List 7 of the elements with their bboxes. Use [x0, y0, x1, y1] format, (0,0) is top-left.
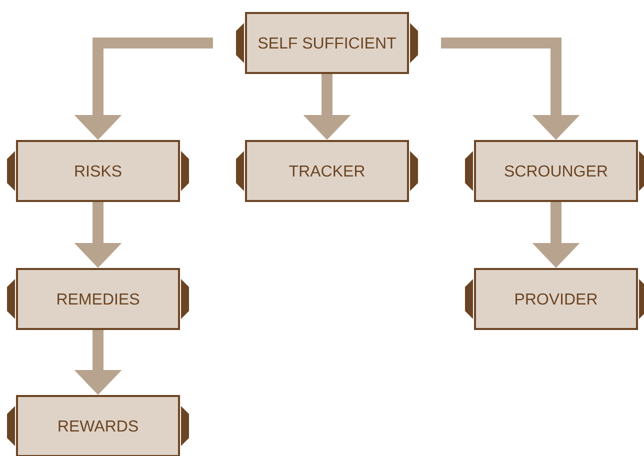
label-box: REWARDS	[7, 395, 189, 456]
label-box: REMEDIES	[7, 268, 189, 330]
label-box: SELF SUFFICIENT	[236, 12, 418, 74]
label-box: RISKS	[7, 140, 189, 202]
label-box: PROVIDER	[465, 268, 644, 330]
label-box: SCROUNGER	[465, 140, 644, 202]
label-box: TRACKER	[236, 140, 418, 202]
